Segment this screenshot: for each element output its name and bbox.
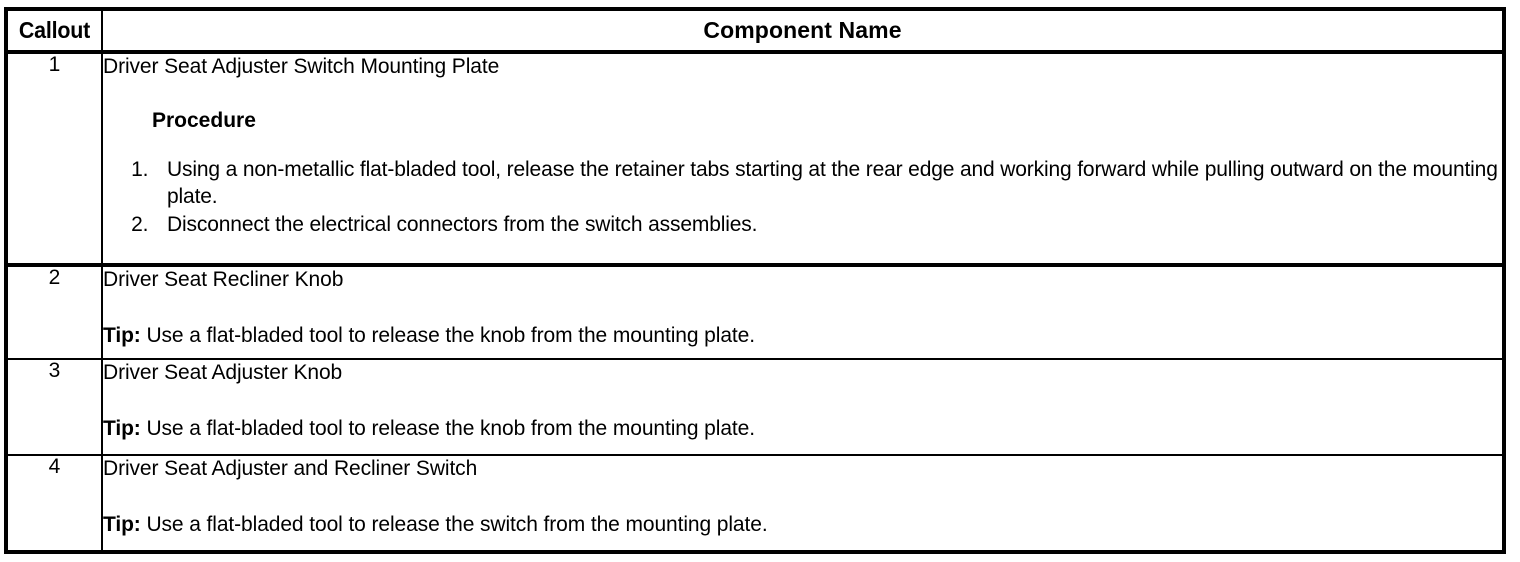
callout-number: 1 <box>48 53 61 76</box>
component-cell-3: Driver Seat Adjuster Knob Tip: Use a fla… <box>101 358 1505 456</box>
component-title: Driver Seat Adjuster Switch Mounting Pla… <box>103 55 500 78</box>
component-title: Driver Seat Adjuster and Recliner Switch <box>103 457 478 480</box>
component-cell-4: Driver Seat Adjuster and Recliner Switch… <box>101 454 1505 553</box>
procedure-step-list: Using a non-metallic flat-bladed tool, r… <box>103 156 1502 238</box>
column-header-callout: Callout <box>5 8 103 54</box>
table-row: 2 Driver Seat Recliner Knob Tip: Use a f… <box>5 264 1505 360</box>
tip-label: Tip: <box>103 417 141 440</box>
callout-cell-3: 3 <box>5 358 103 456</box>
tip-label: Tip: <box>103 513 141 536</box>
column-header-component-name: Component Name <box>101 8 1505 54</box>
callout-cell-2: 2 <box>5 264 103 360</box>
callout-number: 3 <box>48 359 61 382</box>
procedure-heading: Procedure <box>152 109 256 132</box>
tip-text: Use a flat-bladed tool to release the kn… <box>140 324 755 347</box>
component-title: Driver Seat Adjuster Knob <box>103 361 343 384</box>
table-row: 3 Driver Seat Adjuster Knob Tip: Use a f… <box>5 358 1505 456</box>
callout-number: 2 <box>48 266 61 289</box>
tip-line: Tip: Use a flat-bladed tool to release t… <box>103 416 1502 442</box>
column-header-callout-label: Callout <box>18 17 91 43</box>
callout-number: 4 <box>48 455 61 478</box>
tip-label: Tip: <box>103 324 141 347</box>
column-header-component-name-label: Component Name <box>703 17 902 43</box>
procedure-step: Disconnect the electrical connectors fro… <box>154 211 1502 238</box>
tip-text: Use a flat-bladed tool to release the kn… <box>140 417 755 440</box>
component-title: Driver Seat Recliner Knob <box>103 268 344 291</box>
component-cell-1: Driver Seat Adjuster Switch Mounting Pla… <box>101 51 1505 267</box>
component-cell-2: Driver Seat Recliner Knob Tip: Use a fla… <box>101 264 1505 360</box>
callout-cell-1: 1 <box>5 51 103 267</box>
callout-component-table: Callout Component Name 1 Driver Seat Adj… <box>4 7 1506 554</box>
tip-text: Use a flat-bladed tool to release the sw… <box>140 513 768 536</box>
callout-cell-4: 4 <box>5 454 103 553</box>
tip-line: Tip: Use a flat-bladed tool to release t… <box>103 323 1502 349</box>
table-header-row: Callout Component Name <box>5 8 1505 54</box>
table-row: 1 Driver Seat Adjuster Switch Mounting P… <box>5 51 1505 267</box>
procedure-step: Using a non-metallic flat-bladed tool, r… <box>154 156 1502 210</box>
tip-line: Tip: Use a flat-bladed tool to release t… <box>103 512 1502 538</box>
table-row: 4 Driver Seat Adjuster and Recliner Swit… <box>5 454 1505 553</box>
